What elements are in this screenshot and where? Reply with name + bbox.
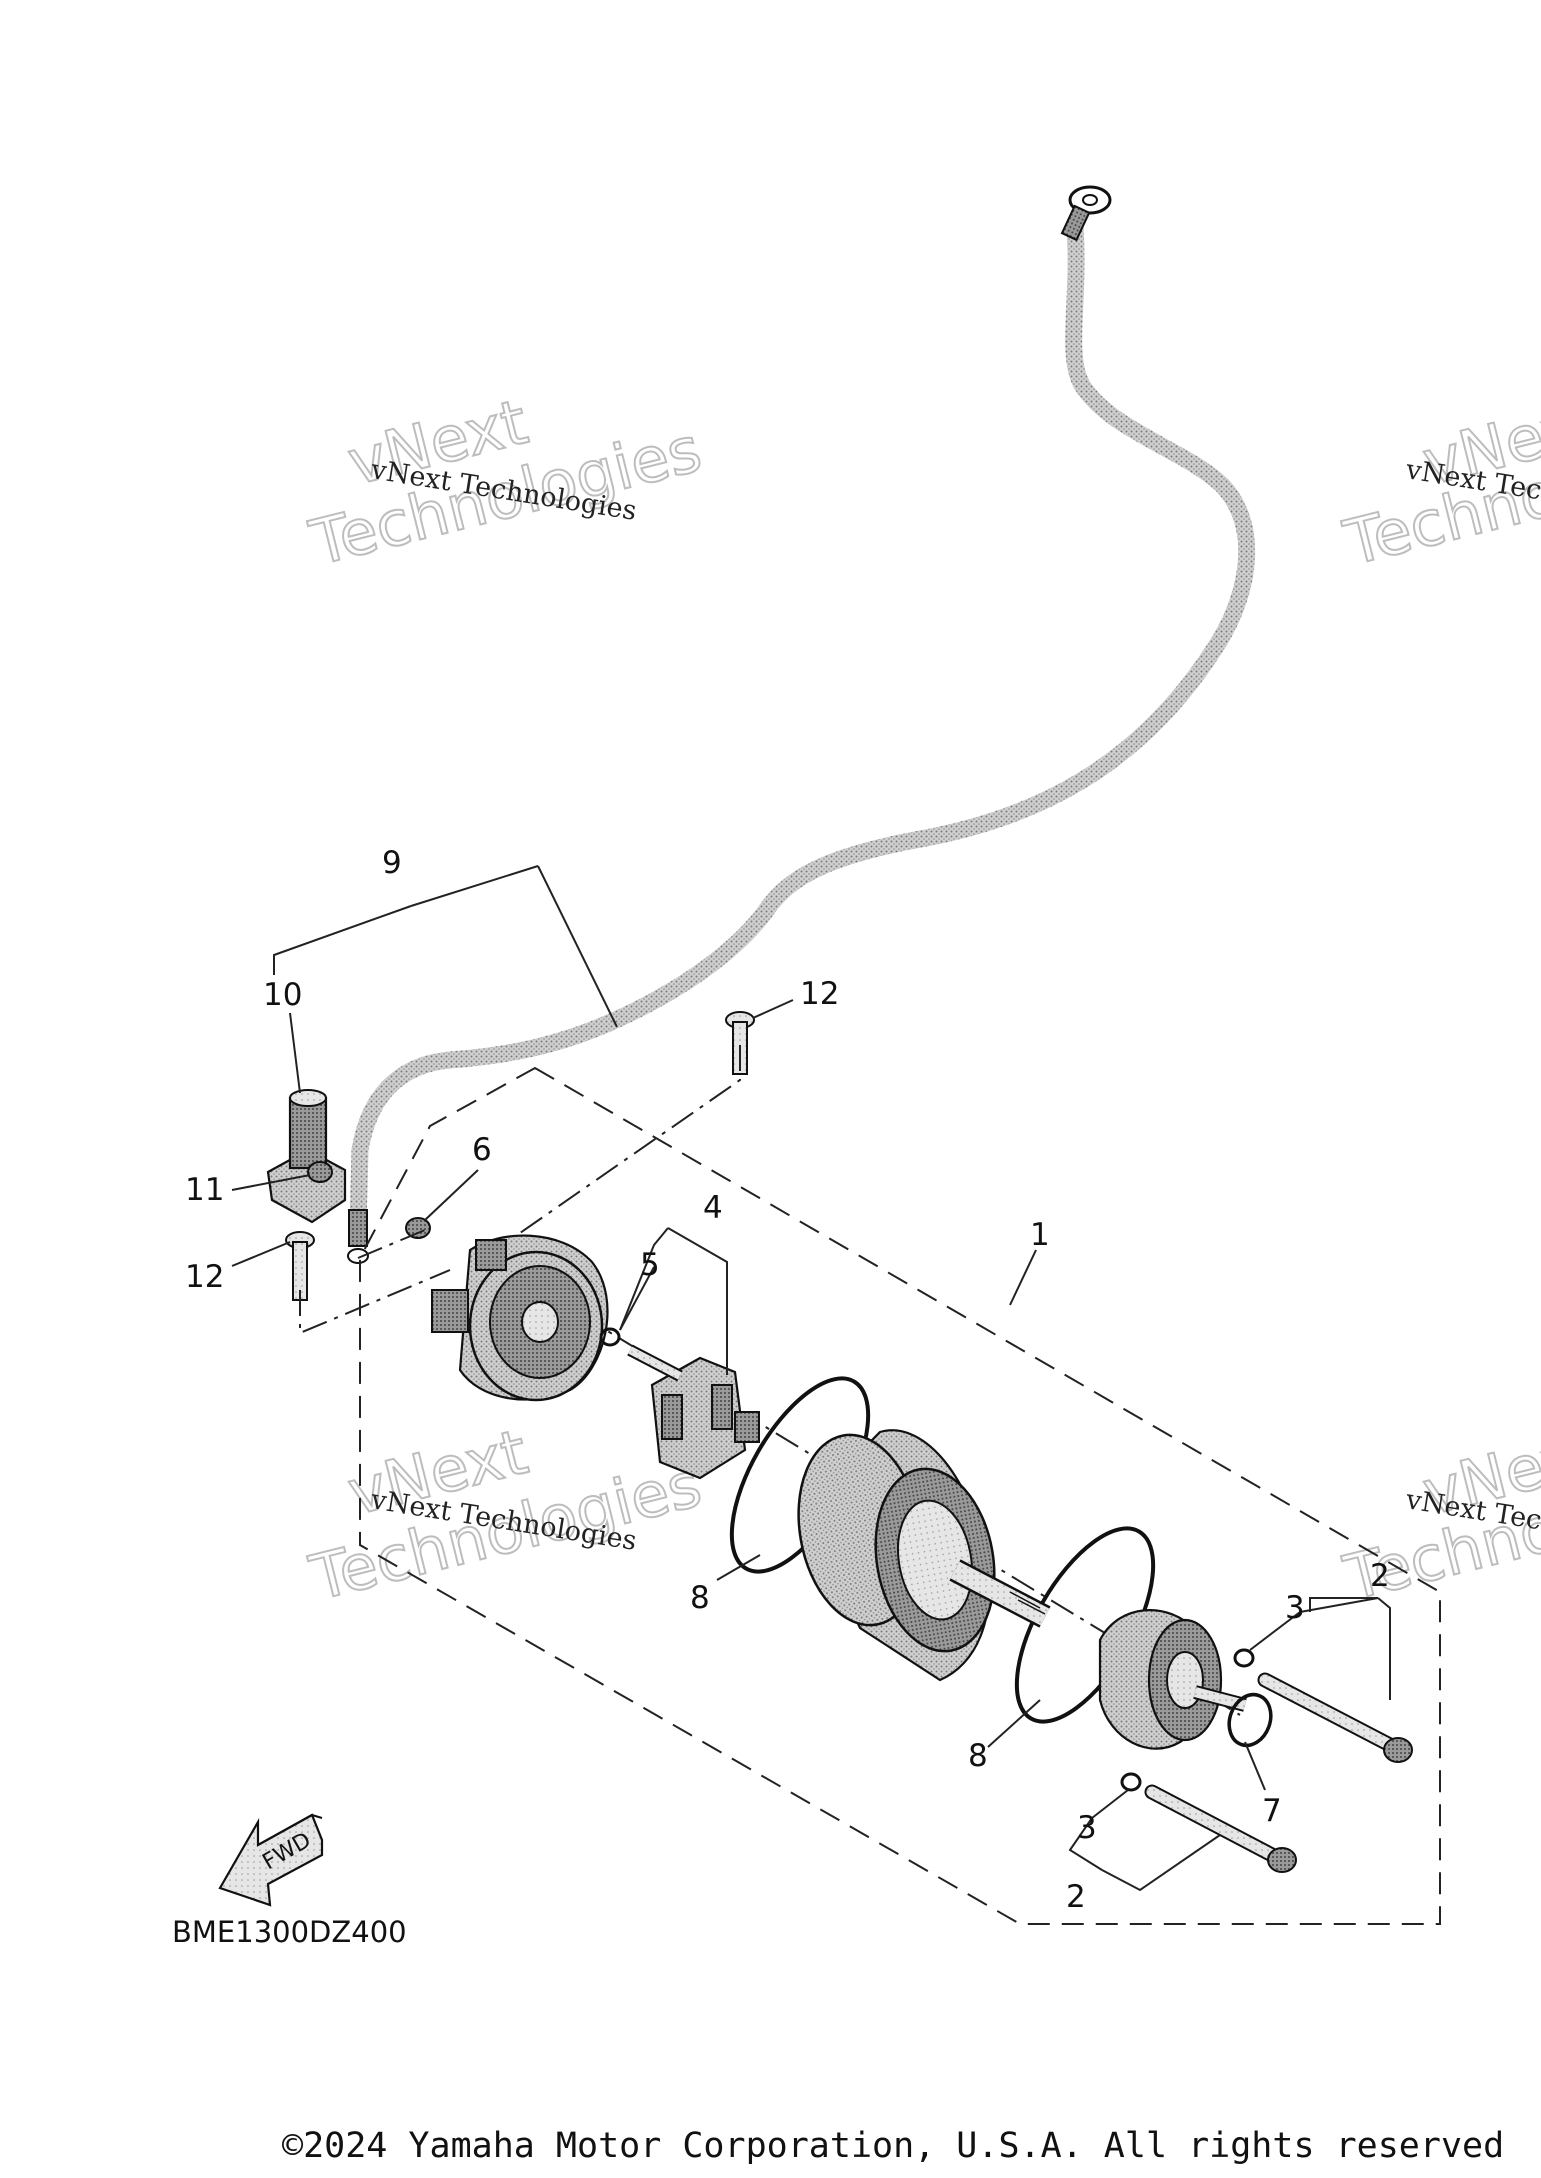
callout-6: 6: [472, 1132, 492, 1168]
nut: [307, 1161, 333, 1183]
callout-12-left: 12: [185, 1259, 224, 1295]
starter-cable: [347, 185, 1256, 1264]
bolt-left: [285, 1231, 315, 1301]
watermark-top-left: vNext Technologies vNext Technologies: [302, 384, 709, 581]
through-bolt-top: [1257, 1672, 1413, 1763]
callout-11: 11: [185, 1172, 224, 1208]
callout-9: 9: [382, 845, 402, 881]
copyright-notice: ©2024 Yamaha Motor Corporation, U.S.A. A…: [282, 2126, 1504, 2166]
callout-5: 5: [640, 1247, 660, 1283]
rear-cover: [431, 1234, 609, 1402]
watermark-top-right: vNext Technologies vNext Technologies: [1336, 384, 1541, 581]
washer-bottom: [1120, 1772, 1142, 1792]
brush-holder: [627, 1344, 760, 1480]
callout-labels: 9 10 12 11 6 12 4 5 1 8 3 2 8 7 3 2: [185, 845, 1390, 1915]
watermark-mid-right: vNext Technologies vNext Technologies: [1336, 1414, 1541, 1616]
forward-arrow: FWD: [218, 1813, 324, 1907]
callout-1: 1: [1030, 1217, 1050, 1253]
callout-8-rear: 8: [690, 1580, 710, 1616]
cable-end-fitting: [266, 1089, 347, 1224]
callout-3-bottom: 3: [1077, 1810, 1097, 1846]
bolt-axis-left: [299, 1269, 451, 1335]
through-bolt-bottom: [1144, 1784, 1297, 1873]
callout-7: 7: [1262, 1793, 1282, 1829]
washer-top: [1233, 1648, 1255, 1668]
callout-8-front: 8: [968, 1738, 988, 1774]
callout-2-top: 2: [1370, 1558, 1390, 1594]
o-ring-front: [1227, 1692, 1273, 1748]
callout-10: 10: [263, 977, 302, 1013]
leader-lines: [231, 865, 1391, 1892]
nut-6: [405, 1217, 431, 1239]
callout-3-top: 3: [1285, 1590, 1305, 1626]
callout-2-bottom: 2: [1066, 1879, 1086, 1915]
callout-4: 4: [703, 1190, 723, 1226]
diagram-code: BME1300DZ400: [172, 1915, 407, 1949]
assembly-outline: [359, 1066, 1441, 1925]
callout-12-top: 12: [800, 976, 839, 1012]
bolt-axis-top: [509, 1045, 741, 1241]
terminal-axis: [357, 1229, 426, 1259]
motor-yoke: [797, 1429, 1051, 1682]
o-ring-small: [599, 1327, 621, 1347]
watermark-mid-left: vNext Technologies vNext Technologies: [302, 1414, 709, 1616]
front-cover: [1098, 1609, 1247, 1750]
